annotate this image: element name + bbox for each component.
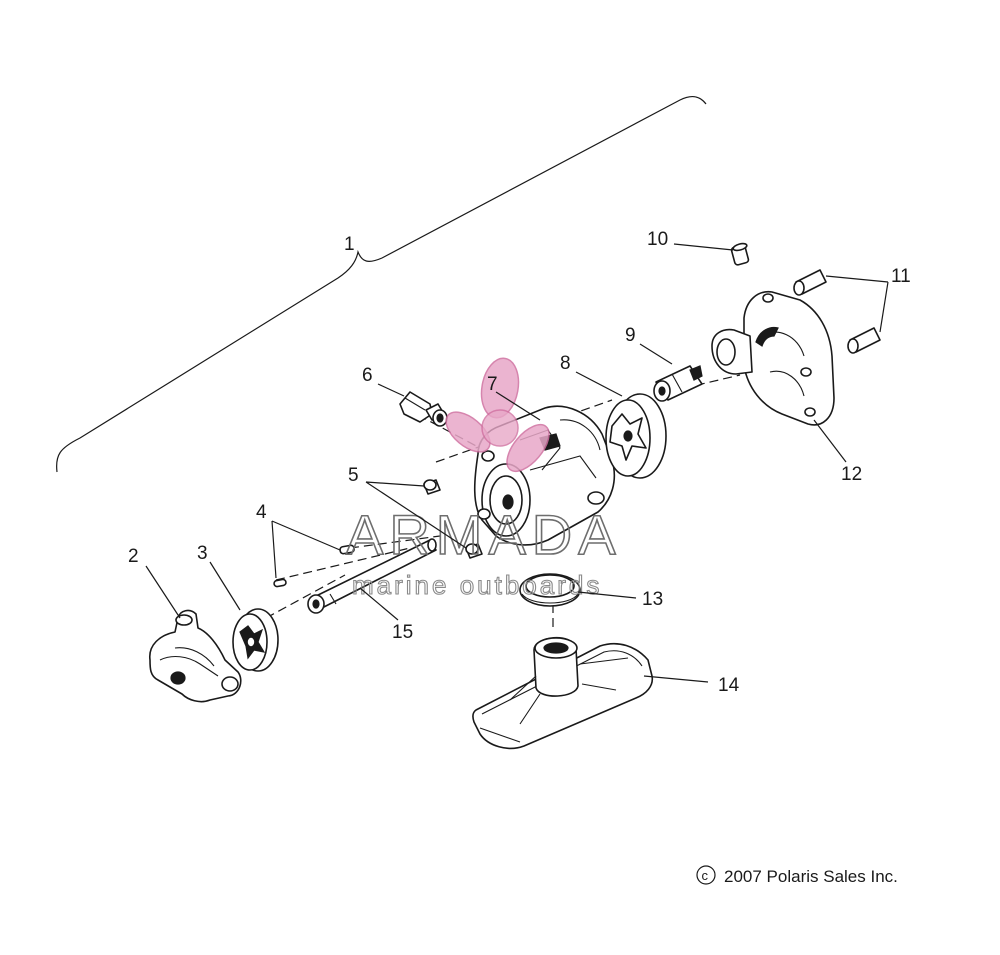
small-dowel-part <box>730 242 750 266</box>
leader-13 <box>577 591 637 599</box>
pump-cover-part <box>149 609 242 703</box>
center-line-pin <box>349 535 441 549</box>
callout-9: 9 <box>625 325 636 346</box>
leader-9 <box>639 343 673 365</box>
leader-10 <box>673 243 734 251</box>
leader-8 <box>575 371 623 397</box>
callout-14: 14 <box>718 675 740 696</box>
callout-8: 8 <box>560 353 571 374</box>
dowel-pin-parts <box>793 269 881 354</box>
outer-rotor-upper-part <box>605 393 667 479</box>
pump-housing-part <box>711 291 835 426</box>
watermark-logo <box>445 357 550 473</box>
callout-2: 2 <box>128 546 139 567</box>
leader-12 <box>813 419 847 463</box>
outer-rotor-lower-part <box>232 608 279 672</box>
callout-1: 1 <box>344 234 355 255</box>
leader-3 <box>209 561 241 611</box>
pin-parts <box>273 544 355 588</box>
pump-shaft-part <box>307 538 437 614</box>
relief-valve-part <box>399 391 448 427</box>
callout-12: 12 <box>841 464 862 485</box>
callout-7: 7 <box>487 374 498 395</box>
center-line-mid <box>435 399 613 463</box>
watermark-tagline: marine outboards <box>352 570 602 600</box>
leader-7 <box>495 391 541 421</box>
callout-15: 15 <box>392 622 413 643</box>
leader-15 <box>359 587 399 621</box>
callout-6: 6 <box>362 365 373 386</box>
leader-11 <box>825 275 889 333</box>
seal-ring-part <box>519 573 581 607</box>
watermark-brand: ARMADA <box>346 503 622 566</box>
dowel-bushing-parts <box>423 479 483 559</box>
copyright-symbol: c <box>702 868 709 883</box>
callout-5: 5 <box>348 465 359 486</box>
callout-4: 4 <box>256 502 267 523</box>
copyright-text: 2007 Polaris Sales Inc. <box>724 867 898 886</box>
leader-5 <box>365 481 467 549</box>
leader-4 <box>271 520 341 579</box>
assembly-bracket <box>55 95 707 473</box>
oil-strainer-part <box>472 636 654 750</box>
callout-13: 13 <box>642 589 663 610</box>
leader-14 <box>643 675 709 683</box>
center-line-shaft <box>275 547 411 581</box>
copyright-symbol-ring <box>696 865 716 885</box>
callout-10: 10 <box>647 229 668 250</box>
leader-2 <box>145 565 181 619</box>
drive-coupling-part <box>653 365 703 402</box>
callout-3: 3 <box>197 543 208 564</box>
leader-6 <box>377 383 405 397</box>
callout-11: 11 <box>891 266 911 287</box>
center-line-lower <box>265 574 346 619</box>
